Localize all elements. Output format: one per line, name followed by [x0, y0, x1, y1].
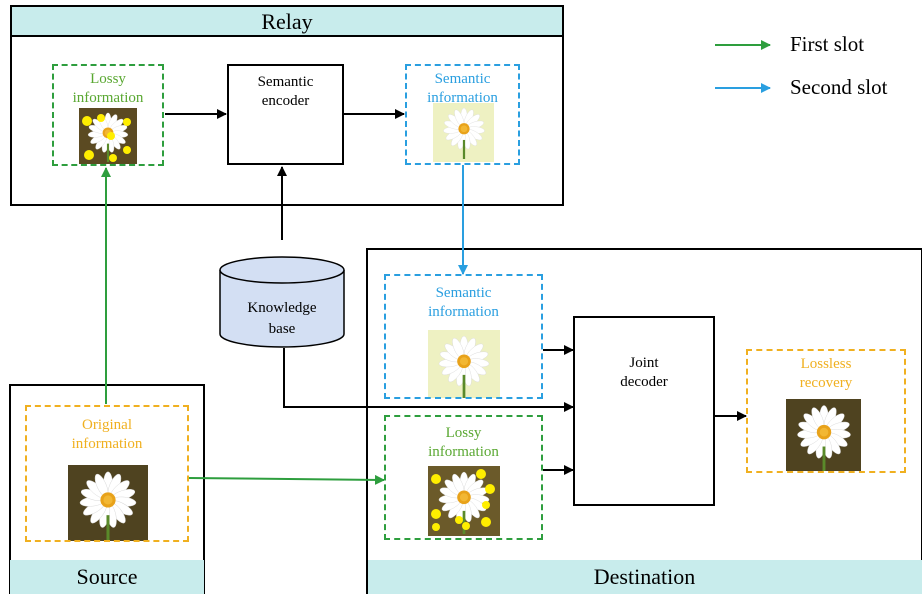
- relay-lossy-information-box: Lossy information: [52, 64, 164, 166]
- joint-decoder-box: Joint decoder: [573, 316, 715, 506]
- legend-second-slot: Second slot: [790, 75, 888, 99]
- relay-semantic-label-line2: information: [427, 90, 498, 106]
- encoder-label-line1: Semantic: [257, 74, 314, 90]
- lossless-recovery-box: Lossless recovery: [746, 349, 906, 473]
- daisy-image-icon: [428, 466, 500, 536]
- dest-semantic-label-line2: information: [428, 304, 499, 320]
- relay-semantic-information-box: Semantic information: [405, 64, 520, 165]
- daisy-image-icon: [79, 108, 137, 164]
- daisy-image-icon: [433, 103, 494, 162]
- relay-panel-title: Relay: [261, 9, 313, 34]
- semantic-encoder-box: Semantic encoder: [227, 64, 344, 165]
- knowledge-label-line1: Knowledge: [247, 300, 317, 316]
- database-cylinder-icon: [219, 256, 345, 348]
- destination-title-bar: [368, 560, 922, 594]
- daisy-image-icon: [428, 330, 500, 398]
- decoder-label-line1: Joint: [629, 355, 659, 371]
- relay-lossy-label-line2: information: [72, 90, 144, 106]
- decoder-label-line2: decoder: [620, 374, 668, 390]
- knowledge-label-line2: base: [268, 321, 296, 337]
- recovery-label-line1: Lossless: [800, 356, 852, 372]
- knowledge-base-label: Knowledge base: [220, 298, 344, 340]
- arrow-icon: [283, 348, 574, 412]
- source-panel-title: Source: [76, 564, 138, 589]
- destination-panel-title: Destination: [593, 564, 696, 589]
- dest-semantic-label-line1: Semantic: [435, 285, 492, 301]
- relay-title-bar: [10, 5, 564, 37]
- original-label-line1: Original: [82, 417, 132, 433]
- relay-semantic-label-line1: Semantic: [434, 71, 491, 87]
- dest-semantic-information-box: Semantic information: [384, 274, 543, 399]
- encoder-label-line2: encoder: [261, 93, 310, 109]
- dest-lossy-label-line1: Lossy: [445, 425, 482, 441]
- relay-lossy-label-line1: Lossy: [90, 71, 126, 87]
- dest-lossy-information-box: Lossy information: [384, 415, 543, 540]
- original-information-box: Original information: [25, 405, 189, 542]
- daisy-image-icon: [68, 465, 148, 541]
- arrow-icon: [188, 474, 385, 485]
- recovery-label-line2: recovery: [799, 375, 853, 391]
- original-label-line2: information: [71, 436, 143, 452]
- daisy-image-icon: [786, 399, 861, 471]
- source-title-bar: [10, 560, 204, 594]
- legend-first-slot: First slot: [790, 32, 865, 56]
- dest-lossy-label-line2: information: [428, 444, 499, 460]
